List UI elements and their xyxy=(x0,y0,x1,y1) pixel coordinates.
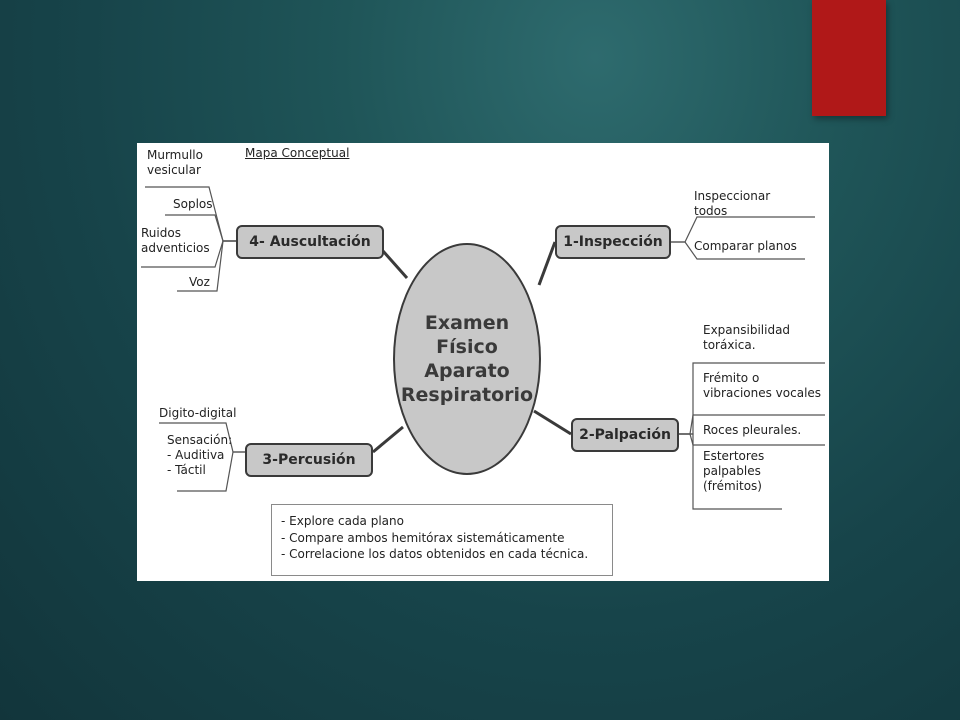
leaf-line: (frémitos) xyxy=(703,479,762,493)
center-to-palpacion-connector xyxy=(533,409,572,436)
leaf-line: Digito-digital xyxy=(159,406,237,420)
note-line: - Explore cada plano xyxy=(281,514,404,528)
leaf-line: vesicular xyxy=(147,163,201,177)
palpacion-item-3: Roces pleurales. xyxy=(703,423,801,438)
leaf-line: Voz xyxy=(189,275,210,289)
leaf-line: Frémito o xyxy=(703,371,760,385)
leaf-line: vibraciones vocales xyxy=(703,386,822,400)
concept-map-image: Mapa Conceptual Examen Físico Aparato Re… xyxy=(137,143,829,581)
node-percusion: 3-Percusión xyxy=(245,443,373,477)
central-topic-line: Físico xyxy=(436,336,498,358)
auscultacion-item-4: Voz xyxy=(189,275,210,290)
note-line: - Compare ambos hemitórax sistemáticamen… xyxy=(281,530,565,545)
percusion-item-1: Digito-digital xyxy=(159,406,236,421)
leaf-line: adventicios xyxy=(141,241,210,255)
central-topic-ellipse: Examen Físico Aparato Respiratorio xyxy=(393,243,541,475)
leaf-line: - Auditiva xyxy=(167,448,225,462)
leaf-line: Soplos xyxy=(173,197,213,211)
leaf-line: Inspeccionar xyxy=(694,189,771,203)
node-palpacion: 2-Palpación xyxy=(571,418,679,452)
palpacion-item-2: Frémito o vibraciones vocales xyxy=(703,371,821,401)
auscultacion-item-2: Soplos xyxy=(173,197,213,212)
leaf-line: Comparar planos xyxy=(694,239,797,253)
inspeccion-branch-2 xyxy=(670,241,805,260)
leaf-line: - Táctil xyxy=(167,463,206,477)
leaf-line: palpables xyxy=(703,464,761,478)
leaf-line: Roces pleurales. xyxy=(703,423,802,437)
leaf-line: Murmullo xyxy=(147,148,203,162)
leaf-line: Sensación: xyxy=(167,433,233,447)
note-line: - Correlacione los datos obtenidos en ca… xyxy=(281,547,589,561)
central-topic-line: Respiratorio xyxy=(400,384,534,406)
node-inspeccion: 1-Inspección xyxy=(555,225,671,259)
center-to-inspeccion-connector xyxy=(537,241,557,286)
percusion-item-2: Sensación: - Auditiva - Táctil xyxy=(167,433,232,478)
center-to-auscultacion-connector xyxy=(381,250,409,279)
percusion-branch-2 xyxy=(177,451,245,492)
auscultacion-item-3: Ruidos adventicios xyxy=(141,226,210,256)
accent-rectangle xyxy=(812,0,886,116)
leaf-line: toráxica. xyxy=(703,338,756,352)
center-to-percusion-connector xyxy=(372,425,404,454)
central-topic-line: Examen xyxy=(424,312,510,334)
central-topic-line: Aparato xyxy=(424,360,510,382)
leaf-line: Ruidos xyxy=(141,226,181,240)
connector-lines xyxy=(141,186,825,510)
auscultacion-branch-4 xyxy=(177,240,236,292)
palpacion-item-4: Estertores palpables (frémitos) xyxy=(703,449,764,494)
node-auscultacion: 4- Auscultación xyxy=(236,225,384,259)
auscultacion-item-1: Murmullo vesicular xyxy=(147,148,203,178)
palpacion-branch-4 xyxy=(678,433,782,510)
leaf-line: Estertores xyxy=(703,449,765,463)
leaf-line: todos xyxy=(694,204,728,218)
inspeccion-item-2: Comparar planos xyxy=(694,239,797,254)
palpacion-item-1: Expansibilidad toráxica. xyxy=(703,323,790,353)
map-title: Mapa Conceptual xyxy=(245,146,350,160)
inspeccion-item-1: Inspeccionar todos xyxy=(694,189,770,219)
notes-box: - Explore cada plano - Compare ambos hem… xyxy=(271,504,613,576)
leaf-line: Expansibilidad xyxy=(703,323,791,337)
